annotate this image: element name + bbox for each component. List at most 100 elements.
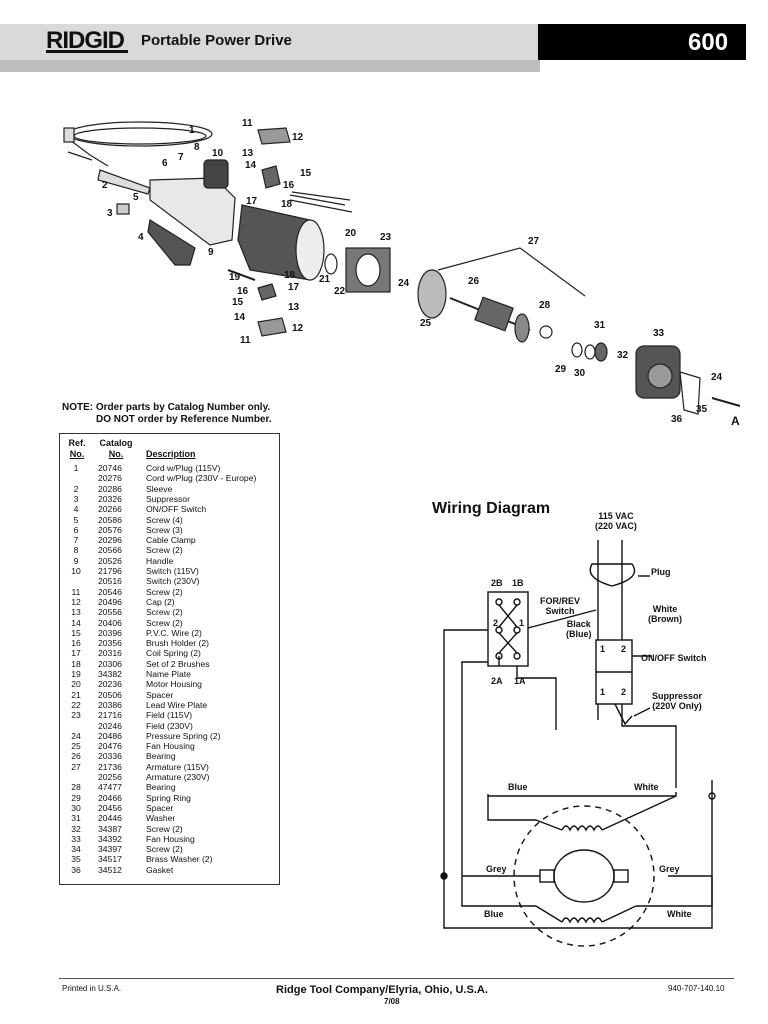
part-description: Set of 2 Brushes — [146, 658, 210, 669]
ref-number: 7 — [73, 535, 79, 546]
terminal — [513, 652, 521, 660]
callout-18-top: 18 — [281, 199, 293, 210]
callout-23: 23 — [380, 232, 392, 243]
ref-number: 29 — [71, 792, 81, 803]
catalog-number: 20236 — [98, 679, 122, 690]
part-description: Spacer — [146, 802, 174, 813]
callout-5: 5 — [133, 192, 139, 203]
brand-logo: RIDGID — [46, 27, 125, 54]
catalog-number: 34392 — [98, 833, 122, 844]
ref-number: 32 — [71, 823, 81, 834]
part-description: Screw (2) — [146, 617, 183, 628]
ref-header: Ref. No. — [62, 438, 92, 460]
brush-left — [539, 869, 555, 883]
callout-35: 35 — [696, 404, 708, 415]
catalog-header-top: Catalog — [99, 438, 133, 448]
callout-19: 19 — [229, 272, 241, 283]
part-description: P.V.C. Wire (2) — [146, 627, 202, 638]
ref-number: 18 — [71, 658, 81, 669]
part-description: Field (230V) — [146, 720, 193, 731]
coil-bottom-leads — [535, 905, 637, 923]
field-coil-top — [561, 825, 603, 832]
terminal-1a: 1A — [514, 676, 526, 686]
callout-14-bottom: 14 — [234, 312, 246, 323]
description-header: Description — [146, 449, 196, 459]
wire-1a — [516, 666, 557, 730]
armature-symbol — [553, 849, 615, 903]
ref-number: 21 — [71, 689, 81, 700]
blue-wire-bottom — [461, 656, 536, 907]
ref-number: 1 — [73, 463, 79, 473]
motor-outline — [513, 805, 655, 947]
washer-31-drawing — [594, 342, 608, 362]
catalog-number: 20506 — [98, 689, 122, 700]
catalog-number: 20586 — [98, 514, 122, 525]
armature-fan — [514, 313, 530, 343]
callout-15-bottom: 15 — [232, 297, 244, 308]
catalog-number: 47477 — [98, 782, 122, 793]
callout-15-top: 15 — [300, 168, 312, 179]
callout-9: 9 — [208, 247, 214, 258]
ref-number: 5 — [73, 514, 79, 525]
part-description: Motor Housing — [146, 679, 202, 690]
suppressor-label: Suppressor (220V Only) — [652, 691, 702, 711]
wiring-title: Wiring Diagram — [432, 500, 551, 517]
catalog-number: 34397 — [98, 844, 122, 855]
part-description: Lead Wire Plate — [146, 699, 208, 710]
callout-11-top: 11 — [242, 118, 253, 129]
callout-36: 36 — [671, 414, 683, 425]
voltage-line2: (220 VAC) — [595, 521, 637, 531]
part-description: Spacer — [146, 689, 174, 700]
suppressor-line2: (220V Only) — [652, 701, 702, 711]
ref-number: 33 — [71, 833, 81, 844]
screw-34-drawing — [711, 397, 741, 407]
part-description: Bearing — [146, 782, 176, 793]
grey-wire-left — [443, 629, 713, 929]
white-brown-label: White (Brown) — [648, 604, 682, 624]
blue-top-wire — [487, 704, 599, 821]
catalog-number: 20526 — [98, 555, 122, 566]
model-box — [538, 24, 746, 60]
callout-28: 28 — [539, 300, 551, 311]
ref-number: 28 — [71, 782, 81, 793]
part-description: Screw (3) — [146, 524, 183, 535]
callout-13-top: 13 — [242, 148, 254, 159]
callout-18-bottom: 18 — [284, 270, 296, 281]
switch-link — [498, 632, 518, 654]
onoff-switch-drawing — [147, 219, 196, 266]
callout-8: 8 — [194, 142, 200, 153]
junction — [440, 872, 448, 880]
callout-10: 10 — [212, 148, 224, 159]
catalog-number: 20476 — [98, 741, 122, 752]
catalog-number: 20296 — [98, 535, 122, 546]
part-description: Field (115V) — [146, 710, 193, 721]
catalog-number: 20746 — [98, 463, 122, 473]
switch-10-drawing — [203, 159, 229, 189]
catalog-number: 34512 — [98, 864, 122, 875]
brand-logo-underline — [46, 50, 128, 53]
white-line2: (Brown) — [648, 614, 682, 624]
footer-printed: Printed in U.S.A. — [62, 984, 122, 993]
for-rev-switch-box — [487, 591, 529, 667]
ref-number: 11 — [71, 586, 81, 597]
ref-number: 6 — [73, 524, 79, 535]
blue-white-top-wire — [487, 792, 677, 797]
part-description: Cord w/Plug (115V) — [146, 463, 221, 473]
catalog-number: 20466 — [98, 792, 122, 803]
part-description: Washer — [146, 813, 176, 824]
onoff-pos-1-top: 1 — [600, 644, 606, 654]
catalog-number: 20396 — [98, 627, 122, 638]
callout-25: 25 — [420, 318, 432, 329]
part-description: Fan Housing — [146, 833, 195, 844]
ref-number: 10 — [71, 566, 81, 576]
footer-company: Ridge Tool Company/Elyria, Ohio, U.S.A. — [276, 984, 488, 996]
plug-label: Plug — [651, 567, 671, 577]
armature-drawing — [474, 296, 514, 332]
junction — [708, 792, 716, 800]
callout-26: 26 — [468, 276, 480, 287]
callout-14-top: 14 — [245, 160, 257, 171]
callout-24-left: 24 — [398, 278, 410, 289]
catalog-number: 20566 — [98, 545, 122, 556]
wiring-diagram — [440, 540, 716, 947]
footer-date: 7/08 — [384, 997, 400, 1006]
